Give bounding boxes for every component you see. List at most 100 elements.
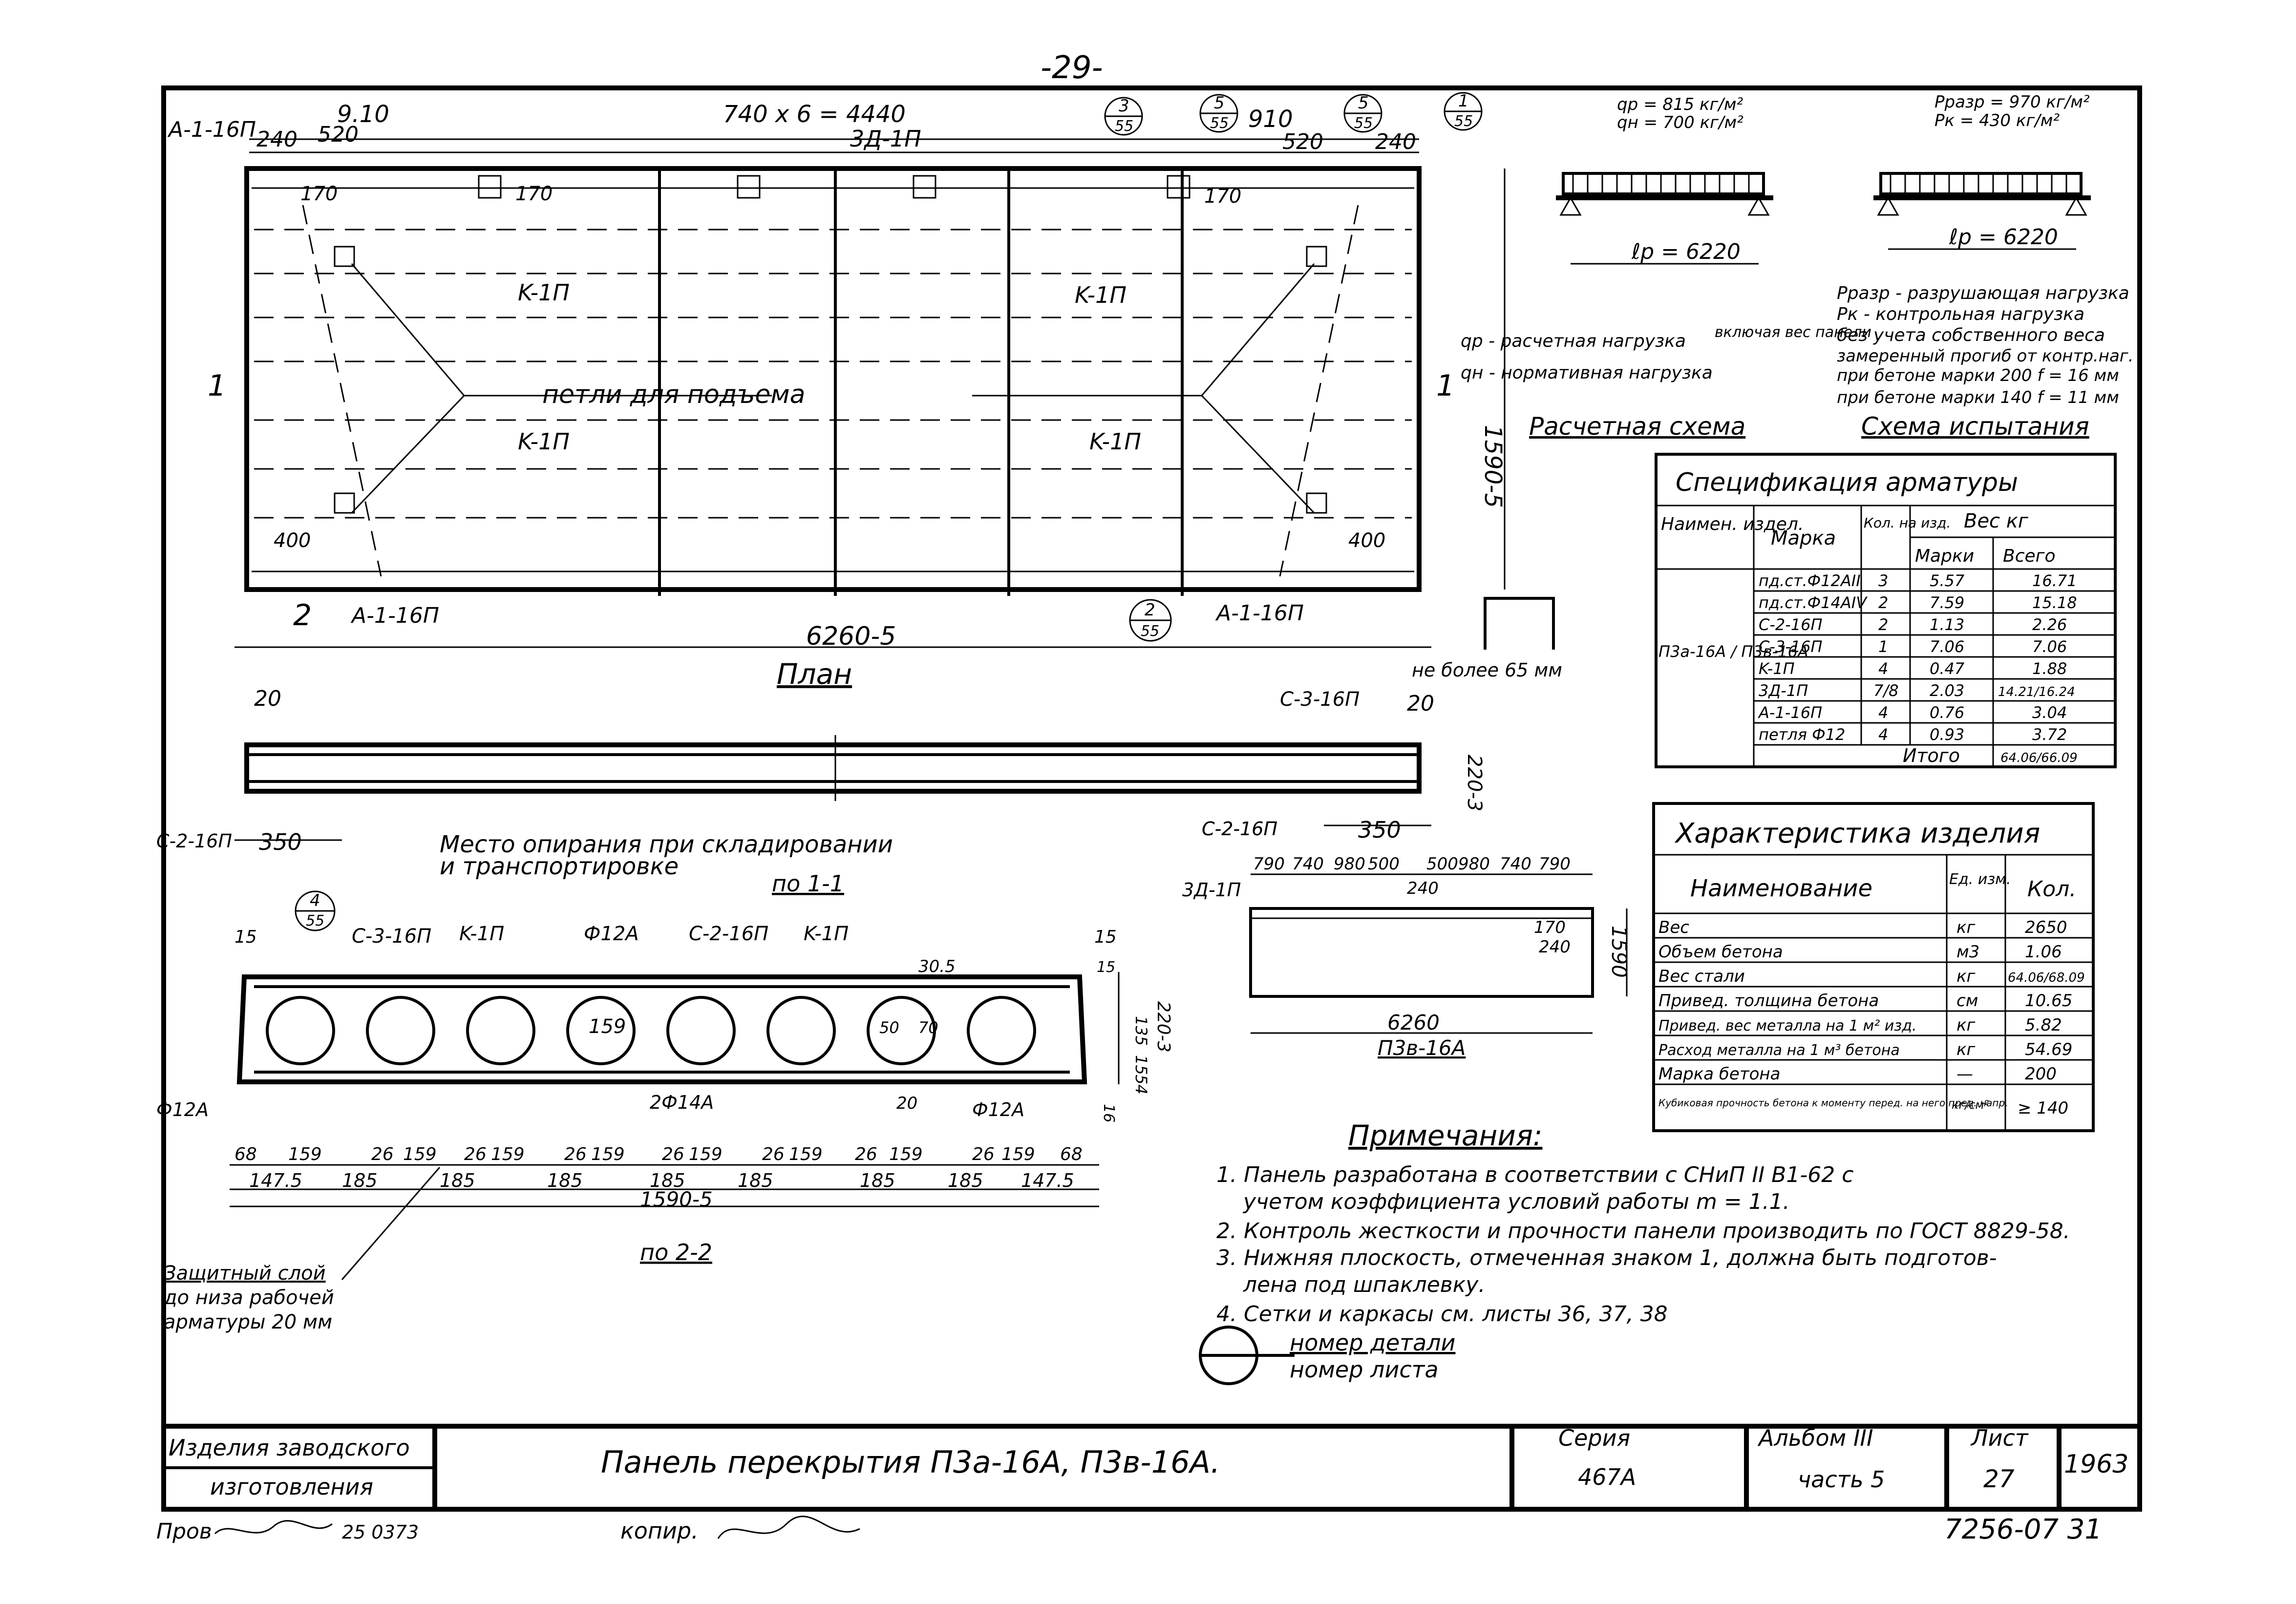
callout-5-55-a: 5 55 [1199, 93, 1238, 133]
svg-text:55: 55 [1210, 115, 1229, 132]
svg-text:159: 159 [889, 1144, 923, 1164]
svg-text:185: 185 [650, 1170, 685, 1191]
svg-text:185: 185 [342, 1170, 378, 1191]
label-c316p-s22: С-3-16П [352, 925, 431, 948]
svg-text:54: 54 [1132, 1075, 1150, 1095]
svg-text:0.76: 0.76 [1930, 703, 1964, 722]
svg-text:27: 27 [1983, 1465, 2015, 1493]
svg-text:кг: кг [1956, 1015, 1976, 1035]
svg-text:2: 2 [1878, 615, 1888, 634]
svg-text:Ф12А: Ф12А [972, 1099, 1024, 1120]
svg-text:Вес кг: Вес кг [1964, 510, 2029, 532]
svg-text:4: 4 [310, 891, 320, 910]
svg-text:замеренный прогиб от контр.наг: замеренный прогиб от контр.наг. [1837, 346, 2133, 366]
svg-text:Ф12А: Ф12А [156, 1099, 209, 1120]
svg-text:номер детали: номер детали [1290, 1330, 1455, 1356]
svg-text:Серия: Серия [1558, 1425, 1630, 1451]
characteristics-title: Характеристика изделия [1674, 818, 2040, 849]
svg-text:240: 240 [1407, 879, 1439, 898]
length-dim: 6260-5 [806, 622, 896, 651]
svg-text:ℓр = 6220: ℓр = 6220 [1949, 225, 2058, 250]
svg-text:Кол. на изд.: Кол. на изд. [1864, 515, 1951, 531]
section-22-title: по 2-2 [640, 1239, 712, 1266]
svg-text:147.5: 147.5 [1021, 1170, 1074, 1191]
svg-text:170: 170 [1534, 918, 1566, 937]
svg-text:1: 1 [1458, 91, 1469, 111]
callout-4-55: 4 55 [295, 890, 336, 931]
label-k1p-s22-a: K-1П [459, 923, 504, 945]
svg-text:147.5: 147.5 [249, 1170, 302, 1191]
dim-520-right: 520 [1282, 129, 1323, 154]
sheet-frame [161, 85, 2142, 1512]
checker-signature [214, 1520, 333, 1535]
notes: Примечания: 1. Панель разработана в соот… [1199, 1119, 2070, 1385]
svg-text:qн - нормативная нагрузка: qн - нормативная нагрузка [1461, 363, 1713, 383]
svg-text:55: 55 [1141, 623, 1159, 640]
svg-text:4: 4 [1878, 659, 1888, 678]
svg-text:3.72: 3.72 [2032, 725, 2067, 744]
svg-text:7/8: 7/8 [1873, 681, 1899, 700]
svg-text:Расход металла на 1 м³ бетона: Расход металла на 1 м³ бетона [1658, 1042, 1900, 1059]
svg-text:26: 26 [972, 1144, 995, 1164]
svg-text:номер листа: номер листа [1290, 1356, 1439, 1383]
svg-text:26: 26 [464, 1144, 487, 1164]
svg-text:220-3: 220-3 [1153, 1001, 1173, 1053]
svg-text:кг: кг [1956, 967, 1976, 986]
svg-text:159: 159 [589, 1015, 626, 1038]
overall-width: 1590-5 [640, 1187, 713, 1211]
svg-text:2: 2 [1878, 593, 1888, 612]
label-170-c: 170 [1204, 185, 1241, 208]
label-k1p-3: K-1П [518, 428, 570, 455]
section-mark-1-left: 1 [208, 369, 226, 403]
svg-text:Привед. вес металла на 1 м² из: Привед. вес металла на 1 м² изд. [1658, 1017, 1917, 1034]
svg-text:Кубиковая прочность бетона к м: Кубиковая прочность бетона к моменту пер… [1658, 1097, 2008, 1109]
svg-text:1.13: 1.13 [1930, 615, 1964, 634]
svg-text:3. Нижняя плоскость, отмеченна: 3. Нижняя плоскость, отмеченная знаком 1… [1216, 1245, 1997, 1270]
svg-text:без учета собственного веса: без учета собственного веса [1837, 325, 2105, 345]
svg-text:2.03: 2.03 [1930, 681, 1964, 700]
svg-text:Альбом III: Альбом III [1757, 1425, 1873, 1451]
svg-text:qн = 700 кг/м²: qн = 700 кг/м² [1617, 113, 1743, 132]
transverse-frames [658, 169, 1184, 596]
svg-text:350: 350 [1358, 817, 1401, 843]
svg-text:м3: м3 [1956, 942, 1979, 962]
svg-text:часть 5: часть 5 [1798, 1466, 1885, 1493]
dim-740x6: 740 x 6 = 4440 [723, 101, 906, 128]
svg-text:15: 15 [234, 927, 257, 947]
plan-title: План [777, 657, 852, 691]
dim-240-left: 240 [256, 127, 298, 152]
svg-text:K-1П: K-1П [1759, 659, 1795, 678]
svg-text:26: 26 [662, 1144, 684, 1164]
svg-text:при бетоне марки 140 f = 11 мм: при бетоне марки 140 f = 11 мм [1837, 388, 2119, 407]
svg-text:Итого: Итого [1903, 745, 1960, 766]
label-170-a: 170 [300, 183, 338, 205]
svg-text:200: 200 [2025, 1064, 2057, 1084]
doc-number: 7256-07 31 [1944, 1514, 2102, 1545]
svg-text:135: 135 [1132, 1016, 1150, 1046]
void-circles [266, 996, 1036, 1065]
svg-text:Марки: Марки [1915, 546, 1974, 566]
svg-text:0.47: 0.47 [1930, 659, 1965, 678]
svg-text:159: 159 [789, 1144, 823, 1164]
embedded-parts [478, 175, 1191, 199]
section-mark-1-right: 1 [1436, 369, 1455, 403]
svg-text:26: 26 [762, 1144, 785, 1164]
svg-text:980: 980 [1458, 854, 1490, 874]
svg-text:Ед. изм.: Ед. изм. [1949, 871, 2011, 888]
svg-text:159: 159 [403, 1144, 437, 1164]
label-c216p-right: С-2-16П [1202, 818, 1277, 840]
svg-text:159: 159 [1001, 1144, 1035, 1164]
label-400-right: 400 [1348, 529, 1385, 552]
svg-text:790: 790 [1253, 854, 1285, 874]
width-dim: 1590-5 [1479, 425, 1507, 508]
svg-text:Марка: Марка [1771, 527, 1836, 549]
svg-text:7.06: 7.06 [1930, 637, 1964, 656]
callout-5-55-b: 5 55 [1343, 93, 1382, 133]
svg-text:1590: 1590 [1607, 926, 1631, 978]
svg-text:7.06: 7.06 [2032, 637, 2067, 656]
svg-text:арматуры 20 мм: арматуры 20 мм [164, 1311, 332, 1333]
svg-text:16.71: 16.71 [2032, 571, 2077, 590]
callout-3-55: 3 55 [1104, 96, 1143, 136]
dim-910-right: 910 [1248, 106, 1293, 133]
svg-text:185: 185 [547, 1170, 583, 1191]
